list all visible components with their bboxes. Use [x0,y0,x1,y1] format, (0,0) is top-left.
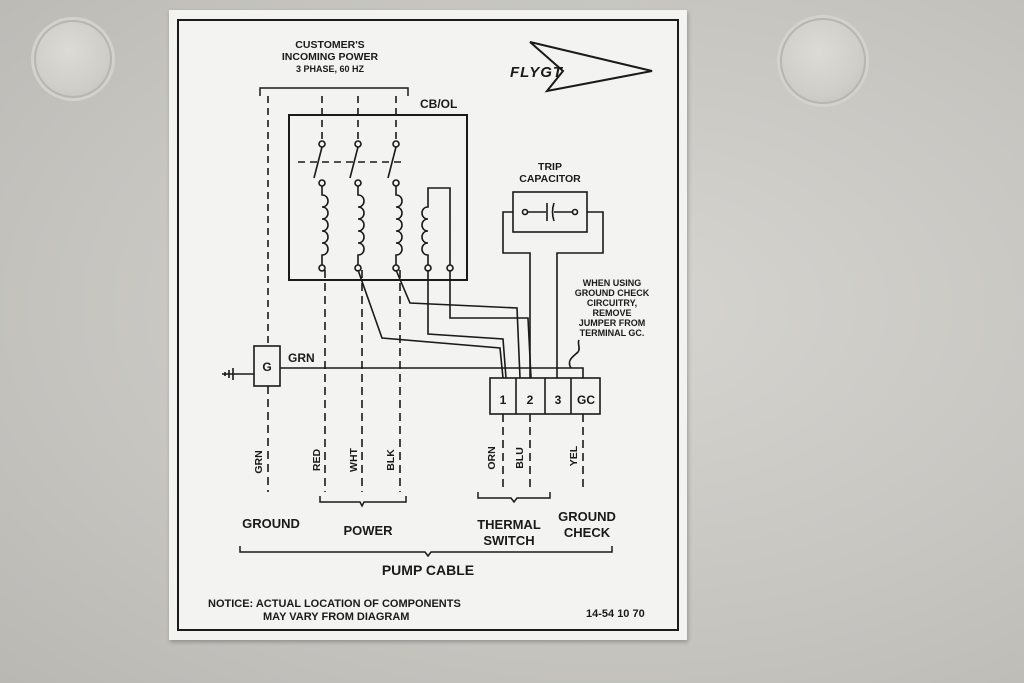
incoming-power-line1: CUSTOMER'S [295,39,364,51]
wire-label-yel: YEL [568,445,580,466]
group-brackets [239,492,613,558]
ground-wire-label: GRN [288,351,315,365]
trip-capacitor [502,191,604,378]
notice-line1: NOTICE: ACTUAL LOCATION OF COMPONENTS [208,598,461,610]
pump-cable-label: PUMP CABLE [382,562,474,578]
wiring-diagram-label: CUSTOMER'S INCOMING POWER 3 PHASE, 60 HZ… [169,10,687,640]
terminal-gc: GC [577,393,595,407]
terminal-1: 1 [500,393,507,407]
wiring-diagram: CUSTOMER'S INCOMING POWER 3 PHASE, 60 HZ… [177,19,679,631]
wire-label-red: RED [311,448,323,471]
incoming-power-line3: 3 PHASE, 60 HZ [296,64,365,74]
svg-text:JUMPER FROM: JUMPER FROM [579,318,646,328]
wire-label-wht: WHT [348,447,360,471]
terminal-3: 3 [555,393,562,407]
breaker-poles [313,140,454,272]
incoming-power-line2: INCOMING POWER [282,51,379,63]
wire-label-blk: BLK [385,449,397,471]
breaker-box [288,114,468,281]
diagram-border [177,19,679,631]
ground-terminal-label: G [262,360,271,374]
wire-label-blu: BLU [514,447,526,469]
control-wiring [280,269,584,379]
wire-label-grn: GRN [253,450,265,473]
capacitor-label-line2: CAPACITOR [519,173,581,185]
cable-conductors [267,270,584,492]
flygt-wordmark: FLYGT [510,64,564,81]
part-number: 14-54 10 70 [586,608,645,620]
svg-text:WHEN USING: WHEN USING [583,278,642,288]
group-gcheck-line2: CHECK [564,525,611,540]
group-gcheck-line1: GROUND [558,509,616,524]
wire-label-orn: ORN [486,446,498,469]
ground-terminal: G [222,345,281,387]
flygt-logo: FLYGT [510,41,653,93]
earth-ground-icon [222,368,254,380]
svg-text:CIRCUITRY,: CIRCUITRY, [587,298,637,308]
group-thermal-line2: SWITCH [483,533,534,548]
svg-text:TERMINAL GC.: TERMINAL GC. [580,328,645,338]
svg-text:GROUND CHECK: GROUND CHECK [575,288,650,298]
breaker-label: CB/OL [420,97,457,111]
ground-check-note: WHEN USING GROUND CHECK CIRCUITRY, REMOV… [575,278,650,338]
capacitor-label-line1: TRIP [538,161,562,173]
notice-line2: MAY VARY FROM DIAGRAM [263,611,409,623]
terminal-strip [489,377,601,415]
svg-text:REMOVE: REMOVE [592,308,631,318]
group-thermal-line1: THERMAL [477,517,541,532]
knockout-hole-left [34,20,112,98]
group-ground: GROUND [242,516,300,531]
terminal-2: 2 [527,393,534,407]
group-power: POWER [343,523,393,538]
incoming-dashed-lines [267,96,404,345]
incoming-power-bracket [259,87,409,96]
knockout-hole-right [780,18,866,104]
